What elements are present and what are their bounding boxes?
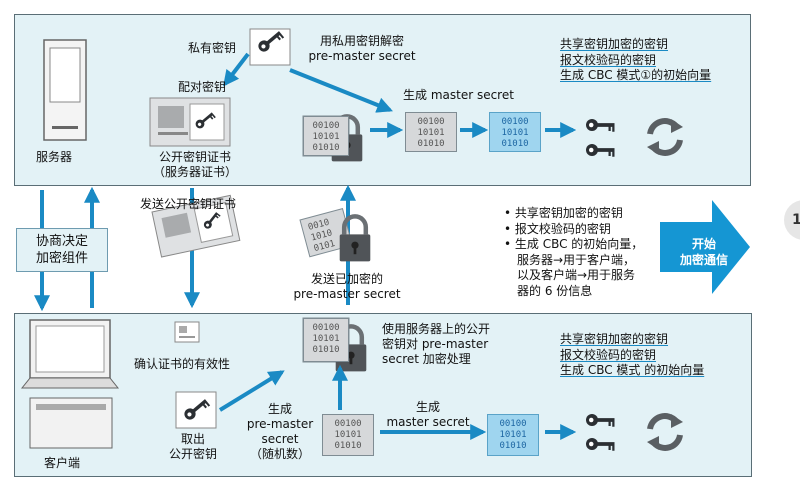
generate-master-secret-label: 生成 master secret: [403, 88, 514, 102]
binary-line: 01010: [417, 139, 445, 149]
keys-line: 共享密钥加密的密钥: [560, 332, 669, 346]
binary-line: 10101: [312, 334, 340, 344]
send-encrypted-line: pre-master secret: [293, 287, 401, 301]
send-encrypted-label: 发送已加密的 pre-master secret: [285, 272, 409, 302]
decrypt-arrow: [289, 68, 393, 113]
negotiate-cipher-box: 协商决定 加密组件: [16, 228, 108, 272]
client-keys-label: 共享密钥加密的密钥 报文校验码的密钥 生成 CBC 模式 的初始向量: [560, 332, 704, 379]
take-public-key-label: 取出 公开密钥: [158, 432, 228, 462]
client-pms-box: 00100 10101 01010: [303, 318, 349, 362]
private-to-cert-arrow: [223, 52, 250, 87]
start-line: 加密通信: [679, 253, 728, 267]
public-key-icon: [175, 391, 217, 429]
refresh-icon: [647, 119, 683, 155]
take-key-line: 公开密钥: [168, 447, 217, 461]
server-label: 服务器: [36, 150, 73, 164]
info-item: 器的 6 份信息: [517, 283, 593, 298]
keys-line: 生成 CBC 模式 的初始向量: [560, 363, 705, 377]
sent-encrypted-icon: 0010 1010 0101: [299, 207, 370, 262]
client-label: 客户端: [44, 456, 81, 470]
send-encrypted-line: 发送已加密的: [310, 272, 383, 286]
laptop-icon: [20, 319, 120, 449]
sent-certificate-icon: [151, 194, 241, 258]
generate-pms-line: pre-master: [246, 417, 314, 431]
private-key-label: 私有密钥: [188, 41, 237, 55]
master-secret-box: 00100 10101 01010: [405, 112, 457, 152]
client-panel: [14, 313, 752, 477]
binary-line: 00100: [499, 419, 527, 429]
client-key-pair-icon: [586, 414, 615, 451]
binary-line: 10101: [417, 128, 445, 138]
binary-line: 10101: [312, 132, 340, 142]
binary-line: 00100: [334, 419, 362, 429]
server-keys-label: 共享密钥加密的密钥 报文校验码的密钥 生成 CBC 模式①的初始向量: [560, 37, 711, 84]
generate-ms-line: master secret: [386, 415, 470, 429]
send-cert-label: 发送公开密钥证书: [140, 197, 237, 211]
verify-cert-label: 确认证书的有效性: [134, 357, 231, 371]
info-item: • 报文校验码的密钥: [504, 221, 611, 236]
key-pair-icon: [586, 119, 615, 157]
generate-pms-line: secret: [261, 432, 299, 446]
start-encryption-arrow: [660, 200, 750, 294]
decrypt-line: 用私用密钥解密: [319, 34, 404, 48]
verify-certificate-icon: [174, 321, 200, 343]
binary-line: 01010: [334, 441, 362, 451]
binary-line: 00100: [312, 121, 340, 131]
session-key-box: 00100 10101 01010: [489, 112, 541, 152]
public-cert-label: 公开密钥证书 （服务器证书）: [140, 150, 250, 180]
server-cert-line: （服务器证书）: [152, 165, 237, 179]
info-item: • 生成 CBC 的初始向量，: [504, 237, 644, 251]
start-line: 开始: [691, 237, 716, 251]
generate-pms-line: 生成: [267, 402, 292, 416]
negotiate-line: 加密组件: [35, 251, 88, 266]
client-refresh-icon: [647, 414, 683, 450]
decrypt-pms-line: pre-master secret: [308, 49, 416, 63]
page-number: 1: [792, 212, 800, 228]
keys-line: 共享密钥加密的密钥: [560, 37, 669, 51]
client-session-key-box: 00100 10101 01010: [487, 414, 539, 456]
generate-ms-line: 生成: [415, 400, 440, 414]
encrypt-desc-line: 使用服务器上的公开: [382, 322, 491, 336]
client-random-box: 00100 10101 01010: [322, 414, 374, 456]
pms-to-encrypt-arrow: [218, 370, 285, 412]
keys-line: 生成 CBC 模式①的初始向量: [560, 68, 712, 82]
binary-line: 00100: [501, 117, 529, 127]
encrypt-desc-label: 使用服务器上的公开 密钥对 pre-master secret 加密处理: [382, 322, 490, 367]
client-generate-ms-label: 生成 master secret: [378, 400, 478, 430]
negotiate-line: 协商决定: [35, 234, 88, 249]
binary-line: 10101: [499, 430, 527, 440]
info-item: 服务器→用于客户端，: [517, 252, 636, 267]
keys-line: 报文校验码的密钥: [560, 52, 657, 67]
shared-info-list: • 共享密钥加密的密钥 • 报文校验码的密钥 • 生成 CBC 的初始向量， 服…: [504, 206, 643, 299]
generate-pms-line: （随机数）: [249, 447, 310, 461]
pms-binary-box: 00100 10101 01010: [303, 116, 349, 156]
binary-line: 00100: [417, 117, 445, 127]
take-key-line: 取出: [180, 432, 205, 446]
binary-line: 01010: [312, 345, 340, 355]
binary-line: 10101: [334, 430, 362, 440]
certificate-icon: [149, 97, 231, 147]
info-item: • 共享密钥加密的密钥: [504, 206, 623, 220]
public-cert-line: 公开密钥证书: [158, 150, 231, 164]
server-icon: [43, 39, 87, 141]
info-item: 以及客户端→用于服务: [517, 268, 636, 282]
encrypt-desc-line: 密钥对 pre-master: [382, 337, 489, 351]
binary-line: 01010: [499, 441, 527, 451]
paired-key-label: 配对密钥: [178, 80, 227, 94]
private-key-icon: [249, 28, 291, 66]
page-number-tab: 1: [784, 200, 800, 240]
encrypt-desc-line: secret 加密处理: [382, 352, 471, 366]
binary-line: 01010: [312, 143, 340, 153]
binary-line: 10101: [501, 128, 529, 138]
binary-line: 00100: [312, 323, 340, 333]
start-encryption-label: 开始 加密通信: [666, 236, 742, 268]
generate-pms-label: 生成 pre-master secret （随机数）: [240, 402, 320, 462]
binary-line: 01010: [501, 139, 529, 149]
decrypt-label: 用私用密钥解密 pre-master secret: [300, 34, 424, 64]
keys-line: 报文校验码的密钥: [560, 347, 657, 362]
